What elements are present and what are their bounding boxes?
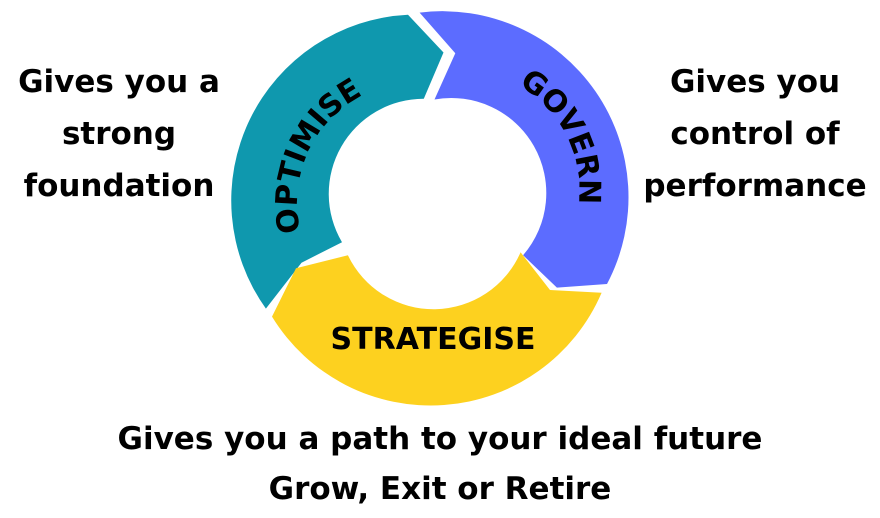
govern-caption-line-3: performance [643, 168, 867, 204]
strategise-caption: Gives you a path to your ideal future Gr… [40, 414, 840, 514]
govern-caption-line-1: Gives you [669, 64, 841, 100]
govern-caption: Gives you control of performance [632, 56, 878, 212]
optimise-caption-line-3: foundation [23, 168, 215, 204]
optimise-caption-line-2: strong [61, 116, 177, 152]
strategise-segment [272, 252, 602, 406]
govern-segment [419, 11, 629, 288]
strategise-caption-line-1: Gives you a path to your ideal future [117, 421, 763, 457]
optimise-caption-line-1: Gives you a [18, 64, 220, 100]
govern-caption-line-2: control of [670, 116, 840, 152]
optimise-caption: Gives you a strong foundation [8, 56, 230, 212]
strategise-caption-line-2: Grow, Exit or Retire [268, 471, 612, 507]
strategise-label: STRATEGISE [331, 322, 536, 357]
optimise-segment [231, 14, 444, 309]
